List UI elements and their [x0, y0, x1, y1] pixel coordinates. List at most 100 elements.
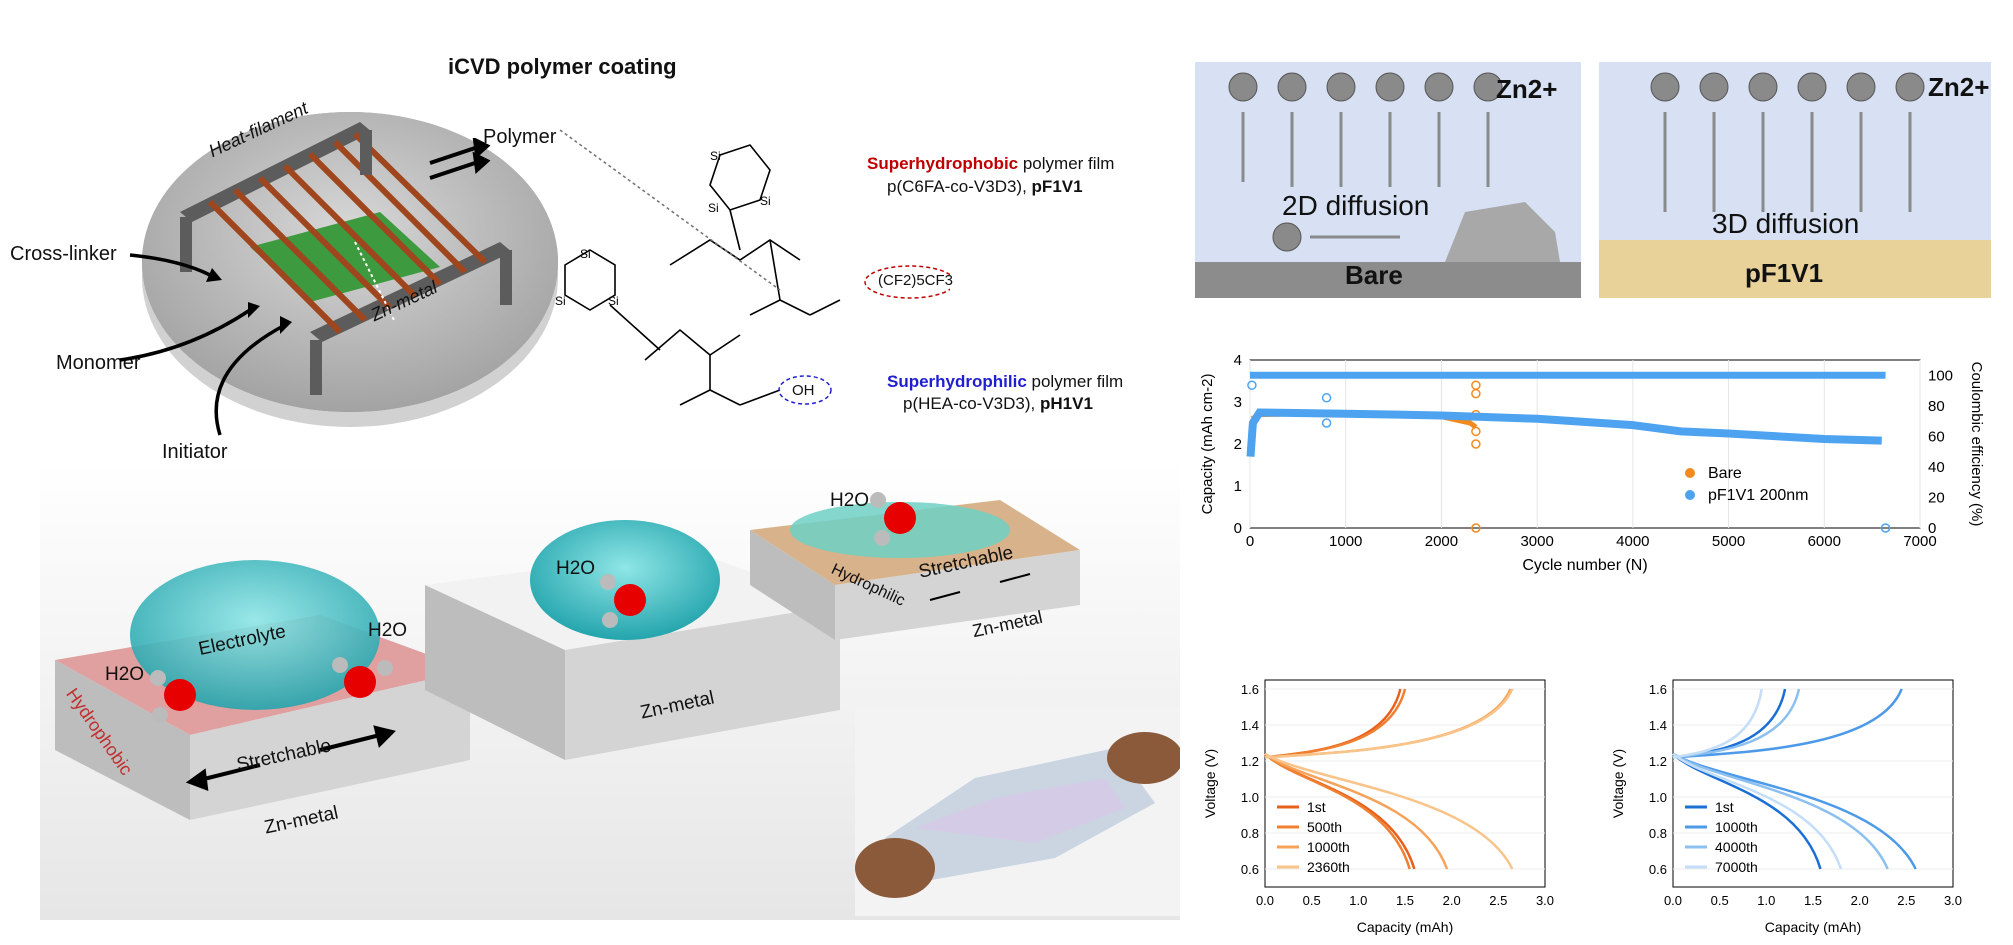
x-tick-label: 0.5: [1303, 893, 1321, 908]
x-tick-label: 2.5: [1897, 893, 1915, 908]
y-tick-label: 1: [1234, 478, 1242, 495]
charge-curve: [1672, 688, 1763, 759]
y-axis-label: Voltage (V): [1610, 749, 1626, 818]
y-tick-label: 0.8: [1649, 826, 1667, 841]
legend-label: pF1V1 200nm: [1708, 487, 1809, 504]
si-atom-2: Si: [760, 194, 771, 208]
y-tick-label: 2: [1234, 436, 1242, 453]
outlier-point: [1880, 523, 1891, 533]
legend-label: 1000th: [1307, 839, 1350, 855]
outlier-point: [1471, 439, 1481, 449]
x-tick-label: 3.0: [1944, 893, 1962, 908]
si-atom-3: Si: [708, 201, 719, 215]
3d-diffusion-label: 3D diffusion: [1712, 208, 1860, 239]
legend-marker: [1685, 468, 1695, 478]
outlier-point: [1471, 380, 1481, 390]
legend-marker: [1685, 490, 1695, 500]
si-atom-4: Si: [580, 247, 591, 261]
water-label-3: H2O: [556, 558, 596, 579]
y-axis-label: Voltage (V): [1202, 749, 1218, 818]
outlier-point: [1471, 426, 1481, 437]
x-tick-label: 0.0: [1664, 893, 1682, 908]
legend-label: 1st: [1307, 799, 1326, 815]
x-axis-label: Cycle number (N): [1522, 557, 1647, 574]
y-tick-label: 1.2: [1649, 754, 1667, 769]
hydrophilic-film-title: Superhydrophilic polymer film: [887, 372, 1124, 391]
outlier-point: [1471, 388, 1481, 399]
discharge-curve: [1264, 752, 1514, 870]
stretchable-film-photo: [855, 708, 1180, 916]
icvd-chamber-illustration: [142, 112, 558, 427]
y-tick-label: 1.2: [1241, 754, 1259, 769]
y-tick-label: 3: [1234, 394, 1242, 411]
legend-label: 2360th: [1307, 859, 1350, 875]
electrolyte-droplet: [130, 560, 380, 710]
x-tick-label: 3.0: [1536, 893, 1554, 908]
x-tick-label: 1.0: [1349, 893, 1367, 908]
x-tick-label: 2.0: [1851, 893, 1869, 908]
discharge-curve: [1264, 752, 1449, 870]
capacity-series-pf1v1: [1246, 408, 1882, 457]
outlier-point: [1321, 393, 1332, 403]
x-tick-label: 0.5: [1711, 893, 1729, 908]
x-tick-label: 0.0: [1256, 893, 1274, 908]
heat-filament-wires: [207, 131, 488, 335]
si-atom-5: Si: [608, 294, 619, 308]
bare-label: Bare: [1345, 260, 1403, 290]
charge-curve: [1264, 688, 1514, 759]
legend-label: 1000th: [1715, 819, 1758, 835]
charge-curve: [1672, 688, 1903, 759]
y2-tick-label: 100: [1928, 367, 1953, 384]
x-tick-label: 2000: [1425, 533, 1458, 550]
y-tick-label: 0: [1234, 520, 1242, 537]
bare-substrate: [1195, 262, 1581, 298]
y2-tick-label: 80: [1928, 398, 1945, 415]
polymer-arrows: [429, 138, 491, 180]
pf1v1-label: pF1V1: [1745, 258, 1824, 288]
y-tick-label: 4: [1234, 352, 1242, 369]
hydrophilic-type: Superhydrophilic: [887, 372, 1027, 391]
oh-group-label: OH: [792, 382, 815, 399]
pf1v1-substrate: [1599, 240, 1991, 298]
zn-ions: [1228, 72, 1925, 252]
charge-curve: [1672, 688, 1787, 759]
discharge-curve: [1672, 752, 1889, 870]
si-atom-1: Si: [710, 149, 721, 163]
icvd-title: iCVD polymer coating: [448, 54, 677, 79]
y2-tick-label: 0: [1928, 520, 1936, 537]
monomer-label: Monomer: [56, 352, 141, 374]
zn-ion-label-1: Zn2+: [1496, 74, 1558, 104]
dendrite-cluster: [1445, 202, 1560, 262]
y2-tick-label: 20: [1928, 489, 1945, 506]
teal-droplet: [530, 520, 720, 640]
plot-frame: [1264, 679, 1546, 888]
legend-label: 500th: [1307, 819, 1342, 835]
wetting-surfaces-illustration: [40, 460, 1180, 920]
hydrophobic-type: Superhydrophobic: [867, 154, 1019, 173]
discharge-curve: [1264, 752, 1411, 870]
x-axis-label: Capacity (mAh): [1357, 919, 1453, 935]
y2-axis-label: Coulombic efficiency (%): [1968, 362, 1985, 527]
cross-linker-label: Cross-linker: [10, 243, 117, 265]
si-atom-6: Si: [555, 294, 566, 308]
x-axis-label: Capacity (mAh): [1765, 919, 1861, 935]
plot-frame: [1249, 359, 1921, 529]
x-tick-label: 6000: [1808, 533, 1841, 550]
discharge-curve: [1672, 752, 1843, 870]
water-molecules: [150, 492, 916, 723]
legend-label: 1st: [1715, 799, 1734, 815]
water-label-4: H2O: [830, 490, 870, 511]
y-axis-label: Capacity (mAh cm-2): [1199, 374, 1216, 515]
x-tick-label: 4000: [1616, 533, 1649, 550]
outlier-point: [1471, 523, 1481, 533]
hydrophobic-film-formula: p(C6FA-co-V3D3), pF1V1: [887, 177, 1083, 196]
diffusion-panels: [1195, 62, 1991, 298]
x-tick-label: 1.5: [1804, 893, 1822, 908]
initiator-label: Initiator: [162, 441, 228, 463]
y-tick-label: 1.6: [1649, 682, 1667, 697]
y-tick-label: 1.0: [1241, 790, 1259, 805]
chemical-structures: Si Si Si Si Si Si: [555, 129, 950, 406]
